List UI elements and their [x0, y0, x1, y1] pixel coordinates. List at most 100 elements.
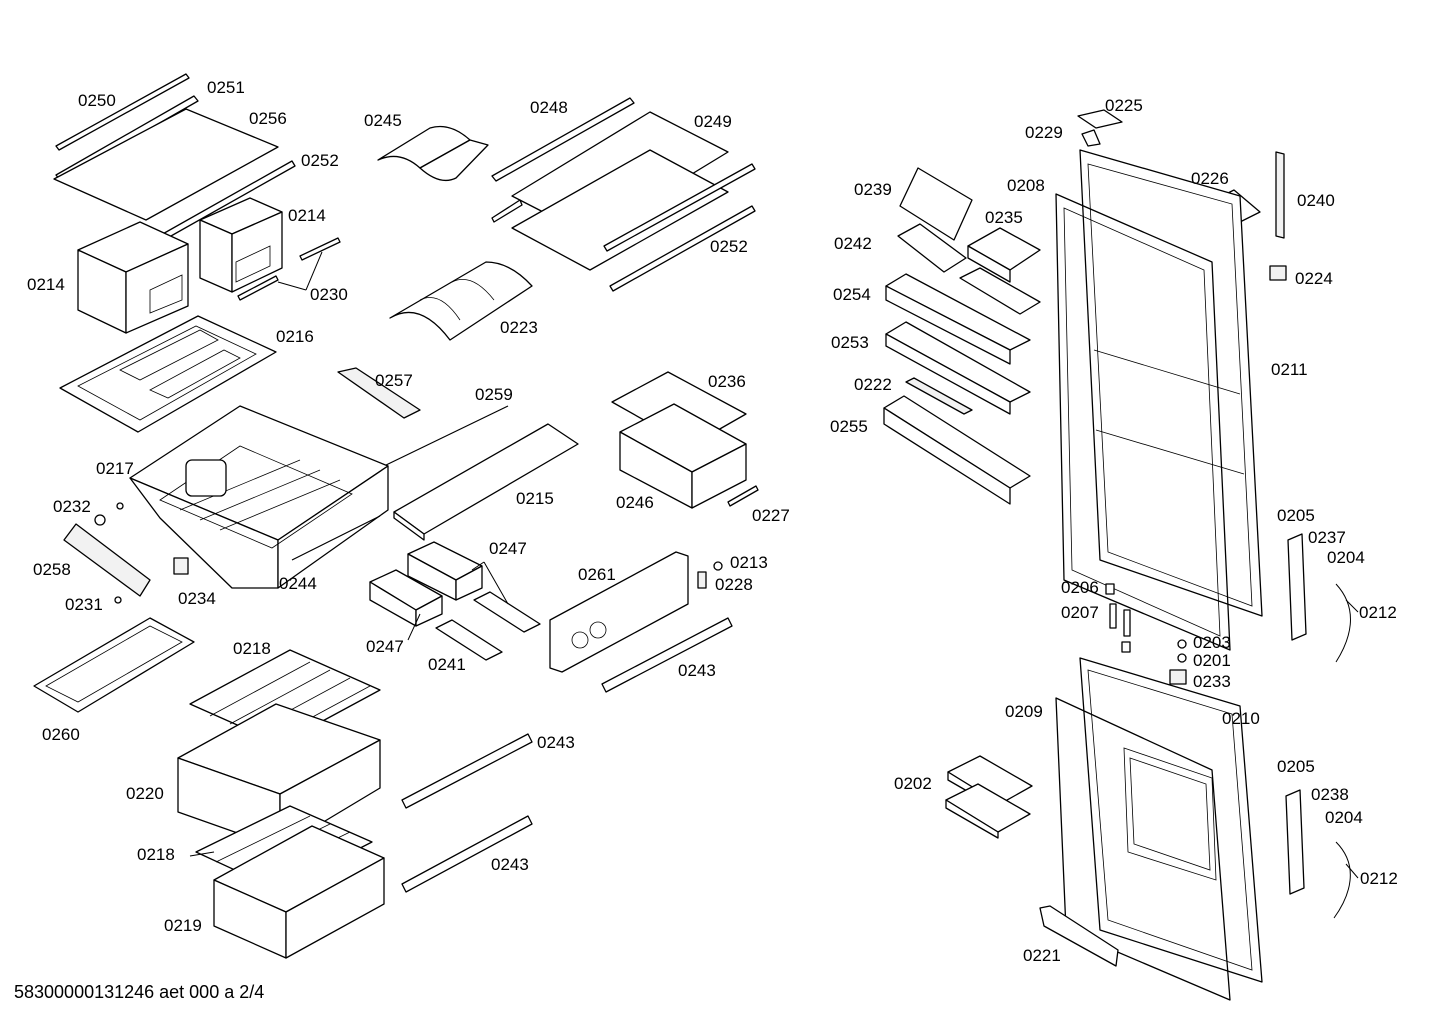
part-0258-rail: [63, 523, 151, 597]
label-0212: 0212: [1359, 603, 1397, 622]
part-0238-handle: [1285, 789, 1305, 895]
label-0221: 0221: [1023, 946, 1061, 965]
part-0208-upper-gasket: [1055, 193, 1231, 651]
part-0211-upper-door: [1079, 149, 1263, 617]
part-0212-cable-2: [1333, 841, 1351, 919]
label-0206: 0206: [1061, 578, 1099, 597]
part-0214-box-left: [77, 221, 189, 334]
part-0203-washer: [1177, 639, 1187, 649]
part-0257-rail: [337, 367, 421, 419]
label-0218: 0218: [233, 639, 271, 658]
label-0202: 0202: [894, 774, 932, 793]
part-0222-strip: [905, 377, 973, 415]
part-0243-strip-middle: [401, 733, 533, 809]
part-0235-butter-lid: [967, 227, 1041, 283]
part-0254-door-bin: [885, 273, 1031, 365]
part-0216-shelf-frame: [59, 315, 277, 433]
label-0241: 0241: [428, 655, 466, 674]
label-0224: 0224: [1295, 269, 1333, 288]
label-0251: 0251: [207, 78, 245, 97]
label-0205: 0205: [1277, 506, 1315, 525]
label-0238: 0238: [1311, 785, 1349, 804]
part-0215-cover: [393, 423, 579, 541]
label-0231: 0231: [65, 595, 103, 614]
label-0228: 0228: [715, 575, 753, 594]
part-0243-strip-top: [601, 617, 733, 693]
label-0223: 0223: [500, 318, 538, 337]
label-0229: 0229: [1025, 123, 1063, 142]
label-0214: 0214: [27, 275, 65, 294]
part-0206-bushing: [1105, 583, 1115, 595]
part-0219-drawer: [213, 825, 385, 959]
label-0240: 0240: [1297, 191, 1335, 210]
label-0205: 0205: [1277, 757, 1315, 776]
label-0213: 0213: [730, 553, 768, 572]
label-0209: 0209: [1005, 702, 1043, 721]
part-0252-strip-right: [491, 163, 756, 292]
label-0247: 0247: [366, 637, 404, 656]
part-0212-cable: [1335, 583, 1351, 663]
part-0209-lower-gasket: [1055, 697, 1231, 1001]
label-0219: 0219: [164, 916, 202, 935]
label-0260: 0260: [42, 725, 80, 744]
label-0204: 0204: [1327, 548, 1365, 567]
label-0247: 0247: [489, 539, 527, 558]
label-0201: 0201: [1193, 651, 1231, 670]
part-0259-rod: [383, 405, 509, 467]
part-0242-egg-tray: [897, 223, 967, 273]
part-0240-control-panel: [1275, 151, 1285, 239]
label-0254: 0254: [833, 285, 871, 304]
label-0243: 0243: [491, 855, 529, 874]
label-0217: 0217: [96, 459, 134, 478]
label-0255: 0255: [830, 417, 868, 436]
part-0241-bin: [435, 591, 541, 661]
leader-lines: [189, 251, 1359, 879]
part-0250-strip: [55, 73, 190, 151]
label-0232: 0232: [53, 497, 91, 516]
part-0255-door-bin: [883, 395, 1031, 505]
part-0214-box-right: [199, 197, 283, 293]
part-0244-rod: [291, 515, 381, 561]
label-0225: 0225: [1105, 96, 1143, 115]
label-0218: 0218: [137, 845, 175, 864]
part-0213-screw: [713, 561, 723, 571]
label-0211: 0211: [1271, 360, 1308, 379]
label-0253: 0253: [831, 333, 869, 352]
label-0246: 0246: [616, 493, 654, 512]
part-0261-panel: [549, 551, 689, 673]
part-0256-glass-shelf: [53, 108, 279, 221]
part-0249-glass-shelf: [511, 111, 729, 271]
part-0234-clip: [173, 557, 189, 575]
part-0260-tray: [33, 617, 195, 713]
label-0233: 0233: [1193, 672, 1231, 691]
part-0201-screw: [1177, 653, 1187, 663]
part-0233-block: [1169, 669, 1187, 685]
label-0210: 0210: [1222, 709, 1260, 728]
label-0207: 0207: [1061, 603, 1099, 622]
label-0226: 0226: [1191, 169, 1229, 188]
label-0259: 0259: [475, 385, 513, 404]
label-0239: 0239: [854, 180, 892, 199]
part-0237-handle: [1287, 533, 1307, 641]
part-0221-cover: [1039, 905, 1119, 967]
label-0257: 0257: [375, 371, 413, 390]
label-0235: 0235: [985, 208, 1023, 227]
part-0210-lower-door: [1079, 657, 1263, 983]
label-0249: 0249: [694, 112, 732, 131]
label-0215: 0215: [516, 489, 554, 508]
part-0229-cap: [1081, 129, 1101, 147]
label-0252: 0252: [710, 237, 748, 256]
part-0223-egg-cradle: [389, 261, 533, 341]
label-0203: 0203: [1193, 633, 1231, 652]
part-0247-box-top: [407, 541, 483, 601]
part-0202-block: [945, 755, 1033, 839]
part-0225-cap: [1077, 109, 1123, 129]
part-0253-door-bin: [885, 321, 1031, 415]
label-0250: 0250: [78, 91, 116, 110]
part-0207-bolt: [1109, 603, 1131, 653]
part-0248-strip: [491, 97, 635, 182]
label-0242: 0242: [834, 234, 872, 253]
label-0243: 0243: [537, 733, 575, 752]
part-0231-screw: [114, 596, 122, 604]
